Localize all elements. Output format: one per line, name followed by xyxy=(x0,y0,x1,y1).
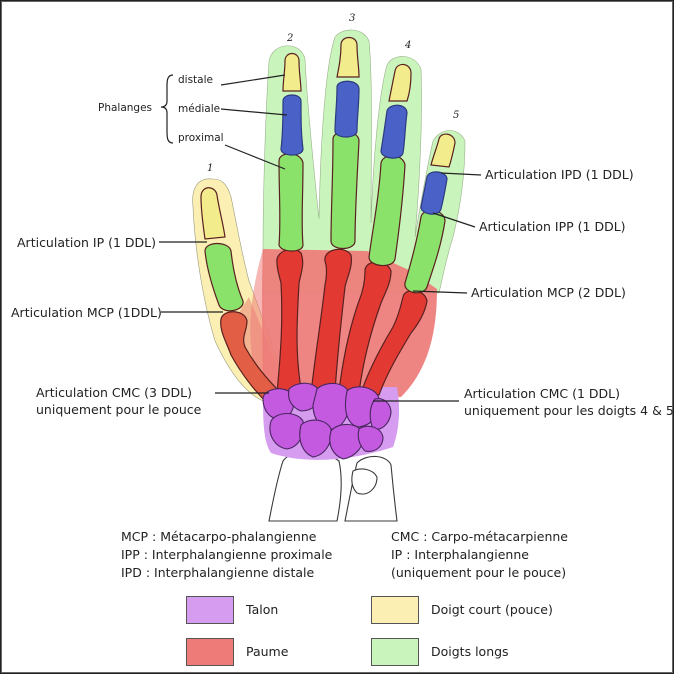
abbr-ipd: IPD : Interphalangienne distale xyxy=(121,565,315,580)
right-joint-labels: Articulation IPD (1 DDL) Articulation IP… xyxy=(373,167,674,418)
label-articulation-mcp-thumb: Articulation MCP (1DDL) xyxy=(11,305,162,320)
metacarpal-1 xyxy=(220,311,280,404)
metacarpal-2 xyxy=(276,248,304,394)
proximal-phalanx-2 xyxy=(278,153,304,252)
label-articulation-cmc-thumb-2: uniquement pour le pouce xyxy=(36,402,202,417)
phalanges-brace xyxy=(160,74,174,144)
proximal-phalanx-4 xyxy=(368,155,406,267)
legend-label-paume: Paume xyxy=(246,644,289,659)
finger-number-3: 3 xyxy=(349,13,355,24)
finger-number-2: 2 xyxy=(286,33,293,44)
legend-item-doigts-longs: Doigts longs xyxy=(371,638,551,668)
ulna-styloid xyxy=(351,468,378,495)
abbr-cmc: CMC : Carpo-métacarpienne xyxy=(391,529,568,544)
label-articulation-cmc-fingers-2: uniquement pour les doigts 4 & 5 xyxy=(464,403,674,418)
abbr-ip: IP : Interphalangienne xyxy=(391,547,529,562)
legend-swatch-doigt-court xyxy=(371,596,419,624)
carpal-pisiform xyxy=(357,425,384,452)
distal-phalanx-3 xyxy=(336,36,360,78)
leader-proximal xyxy=(224,144,286,170)
carpal-trapezium xyxy=(262,388,295,420)
carpal-lunate xyxy=(299,419,332,458)
legend-label-doigt-court: Doigt court (pouce) xyxy=(431,602,553,617)
region-doigts-longs xyxy=(262,29,466,294)
distal-phalanx-2 xyxy=(282,52,302,92)
legend-item-talon: Talon xyxy=(186,596,366,626)
finger-numbers: 1 2 3 4 5 xyxy=(207,13,459,174)
metacarpal-3 xyxy=(310,248,352,394)
metacarpal-4 xyxy=(338,261,392,394)
label-articulation-cmc-thumb-1: Articulation CMC (3 DDL) xyxy=(36,385,192,400)
finger-number-4: 4 xyxy=(404,40,411,51)
leader-ipp xyxy=(432,212,476,228)
leader-mediale xyxy=(220,108,288,116)
legend-item-paume: Paume xyxy=(186,638,366,668)
middle-phalanx-3 xyxy=(334,80,360,138)
radius-bone xyxy=(268,450,342,522)
label-articulation-ipp: Articulation IPP (1 DDL) xyxy=(479,219,626,234)
legend-swatch-doigts-longs xyxy=(371,638,419,666)
label-articulation-ipd: Articulation IPD (1 DDL) xyxy=(485,167,634,182)
abbreviation-key: MCP : Métacarpo-phalangienne IPP : Inter… xyxy=(121,528,591,584)
legend-swatch-paume xyxy=(186,638,234,666)
label-proximal: proximal xyxy=(178,132,224,144)
finger-number-1: 1 xyxy=(207,163,213,174)
metacarpal-bones xyxy=(220,248,428,404)
legend-label-talon: Talon xyxy=(246,602,279,617)
proximal-phalanx-3 xyxy=(330,131,360,250)
abbr-ip-note: (uniquement pour le pouce) xyxy=(391,565,567,580)
abbr-ipp: IPP : Interphalangienne proximale xyxy=(121,547,333,562)
phalanges-labels: Phalanges distale médiale proximal xyxy=(98,74,288,170)
label-articulation-ip: Articulation IP (1 DDL) xyxy=(17,235,156,250)
legend-swatch-talon xyxy=(186,596,234,624)
middle-phalanx-2 xyxy=(280,94,304,156)
left-joint-labels: Articulation IP (1 DDL) Articulation MCP… xyxy=(11,235,269,417)
leader-distale xyxy=(220,74,286,86)
leader-ipd xyxy=(440,172,482,176)
proximal-phalanx-1 xyxy=(204,242,244,312)
middle-phalanx-4 xyxy=(380,104,408,159)
middle-phalanges xyxy=(280,80,448,215)
legend-label-doigts-longs: Doigts longs xyxy=(431,644,509,659)
distal-phalanx-4 xyxy=(388,63,412,102)
proximal-phalanges xyxy=(204,131,446,312)
distal-phalanges xyxy=(200,36,456,240)
label-articulation-cmc-fingers-1: Articulation CMC (1 DDL) xyxy=(464,386,620,401)
finger-number-5: 5 xyxy=(453,110,459,121)
abbr-mcp: MCP : Métacarpo-phalangienne xyxy=(121,529,317,544)
forearm-bones xyxy=(268,450,398,522)
color-legend: Talon Paume Doigt court (pouce) Doigts l… xyxy=(186,596,553,670)
label-mediale: médiale xyxy=(178,103,220,115)
carpal-triquetrum xyxy=(329,423,364,460)
carpal-bones xyxy=(262,382,392,460)
proximal-phalanx-5 xyxy=(404,210,446,294)
distal-phalanx-1 xyxy=(200,187,226,240)
legend-item-doigt-court: Doigt court (pouce) xyxy=(371,596,553,626)
label-articulation-mcp-fingers: Articulation MCP (2 DDL) xyxy=(471,285,626,300)
label-distale: distale xyxy=(178,74,213,86)
distal-phalanx-5 xyxy=(430,133,456,168)
leader-mcp-fingers xyxy=(412,290,468,294)
metacarpal-5 xyxy=(360,290,428,396)
phalanges-group-label: Phalanges xyxy=(98,102,152,114)
